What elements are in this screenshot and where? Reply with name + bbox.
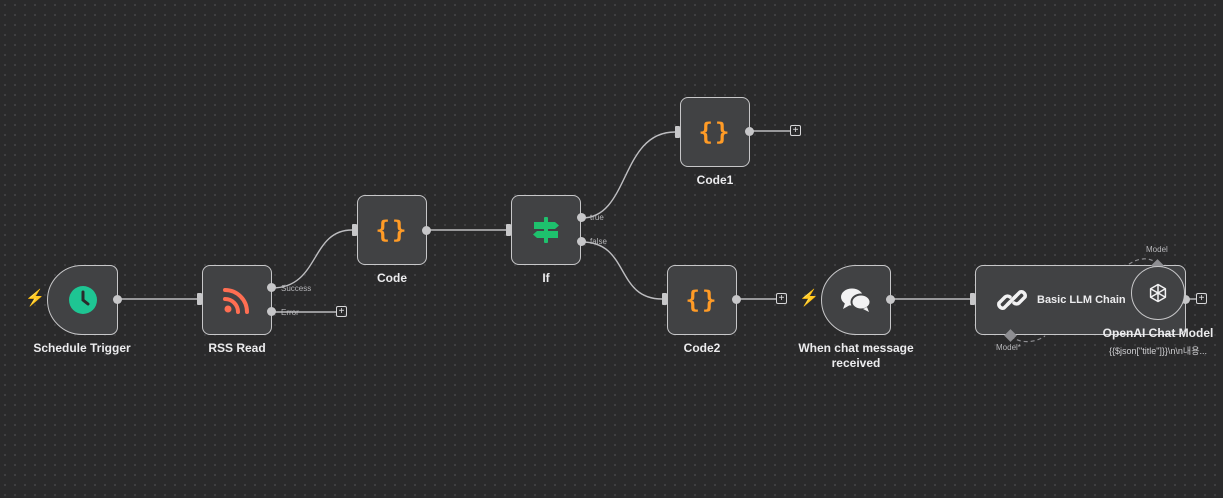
node-schedule-trigger[interactable] xyxy=(47,265,118,335)
code-braces-icon: {} xyxy=(685,286,719,314)
clock-icon xyxy=(68,286,97,314)
code-braces-icon: {} xyxy=(698,118,732,146)
signpost-icon xyxy=(533,217,559,243)
if-label: If xyxy=(542,271,550,285)
llm-add-button[interactable]: + xyxy=(1196,293,1207,304)
code-output-port[interactable] xyxy=(422,226,431,235)
openai-model-port-label: Model xyxy=(1146,245,1168,254)
node-chat-trigger[interactable] xyxy=(821,265,891,335)
trigger-bolt-icon: ⚡ xyxy=(25,290,45,307)
code2-input-port[interactable] xyxy=(662,293,667,305)
rss-success-port[interactable] xyxy=(267,283,276,292)
rss-error-add-button[interactable]: + xyxy=(336,306,347,317)
edge-llm-model xyxy=(1010,335,1046,343)
schedule-trigger-label: Schedule Trigger xyxy=(33,341,131,355)
schedule-output-port[interactable] xyxy=(113,295,122,304)
llm-output-port[interactable] xyxy=(1181,295,1190,304)
edge-rss-code xyxy=(271,229,353,289)
if-input-port[interactable] xyxy=(506,224,511,236)
edge-if-code1 xyxy=(581,131,676,219)
node-rss-read[interactable] xyxy=(202,265,272,335)
trigger-bolt-icon: ⚡ xyxy=(799,290,819,307)
rss-read-label: RSS Read xyxy=(208,341,266,355)
llm-chain-title: Basic LLM Chain xyxy=(1037,294,1126,306)
rss-error-label: Error xyxy=(281,308,299,317)
chat-bubbles-icon xyxy=(841,288,872,312)
rss-error-port[interactable] xyxy=(267,307,276,316)
edge-if-code2 xyxy=(581,241,663,300)
node-openai-chat-model[interactable] xyxy=(1131,266,1185,320)
node-code2[interactable]: {} xyxy=(667,265,737,335)
chat-trigger-label: When chat message received xyxy=(798,341,914,370)
code1-add-button[interactable]: + xyxy=(790,125,801,136)
code-label: Code xyxy=(377,271,407,285)
code1-input-port[interactable] xyxy=(675,126,680,138)
openai-sublabel: {{$json["title"]}}\n\n내용... xyxy=(1108,346,1207,356)
code2-label: Code2 xyxy=(683,341,721,355)
if-false-port[interactable] xyxy=(577,237,586,246)
llm-input-port[interactable] xyxy=(970,293,975,305)
rss-icon xyxy=(223,288,249,314)
openai-logo-icon xyxy=(1149,283,1167,303)
if-true-label: true xyxy=(590,213,604,222)
node-if[interactable] xyxy=(511,195,581,265)
openai-label: OpenAI Chat Model xyxy=(1102,326,1214,340)
chain-link-icon xyxy=(997,290,1027,310)
if-false-label: false xyxy=(590,237,607,246)
llm-model-port-label: Model* xyxy=(996,343,1021,352)
code-input-port[interactable] xyxy=(352,224,357,236)
code1-label: Code1 xyxy=(696,173,734,187)
code2-output-port[interactable] xyxy=(732,295,741,304)
code1-output-port[interactable] xyxy=(745,127,754,136)
rss-success-label: Success xyxy=(281,284,312,293)
rss-input-port[interactable] xyxy=(197,293,202,305)
code2-add-button[interactable]: + xyxy=(776,293,787,304)
node-code[interactable]: {} xyxy=(357,195,427,265)
node-code1[interactable]: {} xyxy=(680,97,750,167)
code-braces-icon: {} xyxy=(375,216,409,244)
chat-output-port[interactable] xyxy=(886,295,895,304)
if-true-port[interactable] xyxy=(577,213,586,222)
